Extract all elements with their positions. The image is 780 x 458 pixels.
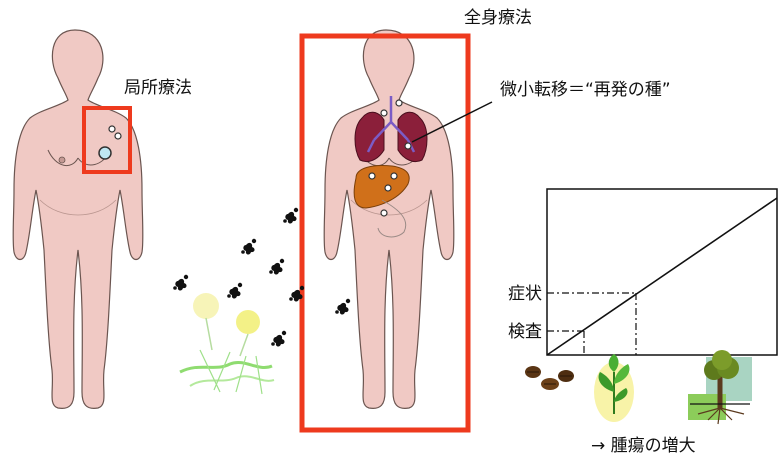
systemic-therapy-label: 全身療法	[464, 8, 532, 28]
cancer-cell-icon	[227, 283, 242, 299]
metastasis-icon	[381, 110, 387, 116]
metastasis-icon	[369, 173, 375, 179]
cancer-cell-icon	[173, 275, 188, 291]
metastasis-icon	[391, 173, 397, 179]
cancer-cell-icon	[283, 208, 298, 224]
cancer-cell-icon	[271, 331, 286, 347]
symptoms-label: 症状	[508, 284, 542, 304]
left-nipple-icon	[59, 157, 65, 163]
lymph-node-icon	[109, 126, 115, 132]
examination-label: 検査	[508, 322, 542, 342]
cancer-cell-icon	[269, 259, 284, 275]
tree-icon	[688, 350, 752, 424]
x-axis-label: → 腫瘍の増大	[591, 436, 696, 456]
tumor-icon	[99, 147, 111, 159]
micrometastasis-label: 微小転移＝“再発の種”	[500, 80, 671, 100]
seed-icon	[525, 366, 574, 390]
growth-chart	[547, 189, 777, 355]
sprout-icon	[594, 354, 634, 422]
cancer-cell-icon	[241, 239, 256, 255]
metastasis-icon	[381, 210, 387, 216]
cancer-cell-icon	[335, 299, 350, 315]
lymph-node-icon	[115, 133, 121, 139]
center-body-figure	[324, 30, 454, 408]
metastasis-icon	[405, 143, 411, 149]
local-therapy-label: 局所療法	[124, 78, 192, 98]
dandelion-seed-icon	[180, 293, 274, 394]
metastasis-icon	[385, 185, 391, 191]
chart-frame	[547, 189, 777, 355]
metastasis-icon	[396, 100, 402, 106]
